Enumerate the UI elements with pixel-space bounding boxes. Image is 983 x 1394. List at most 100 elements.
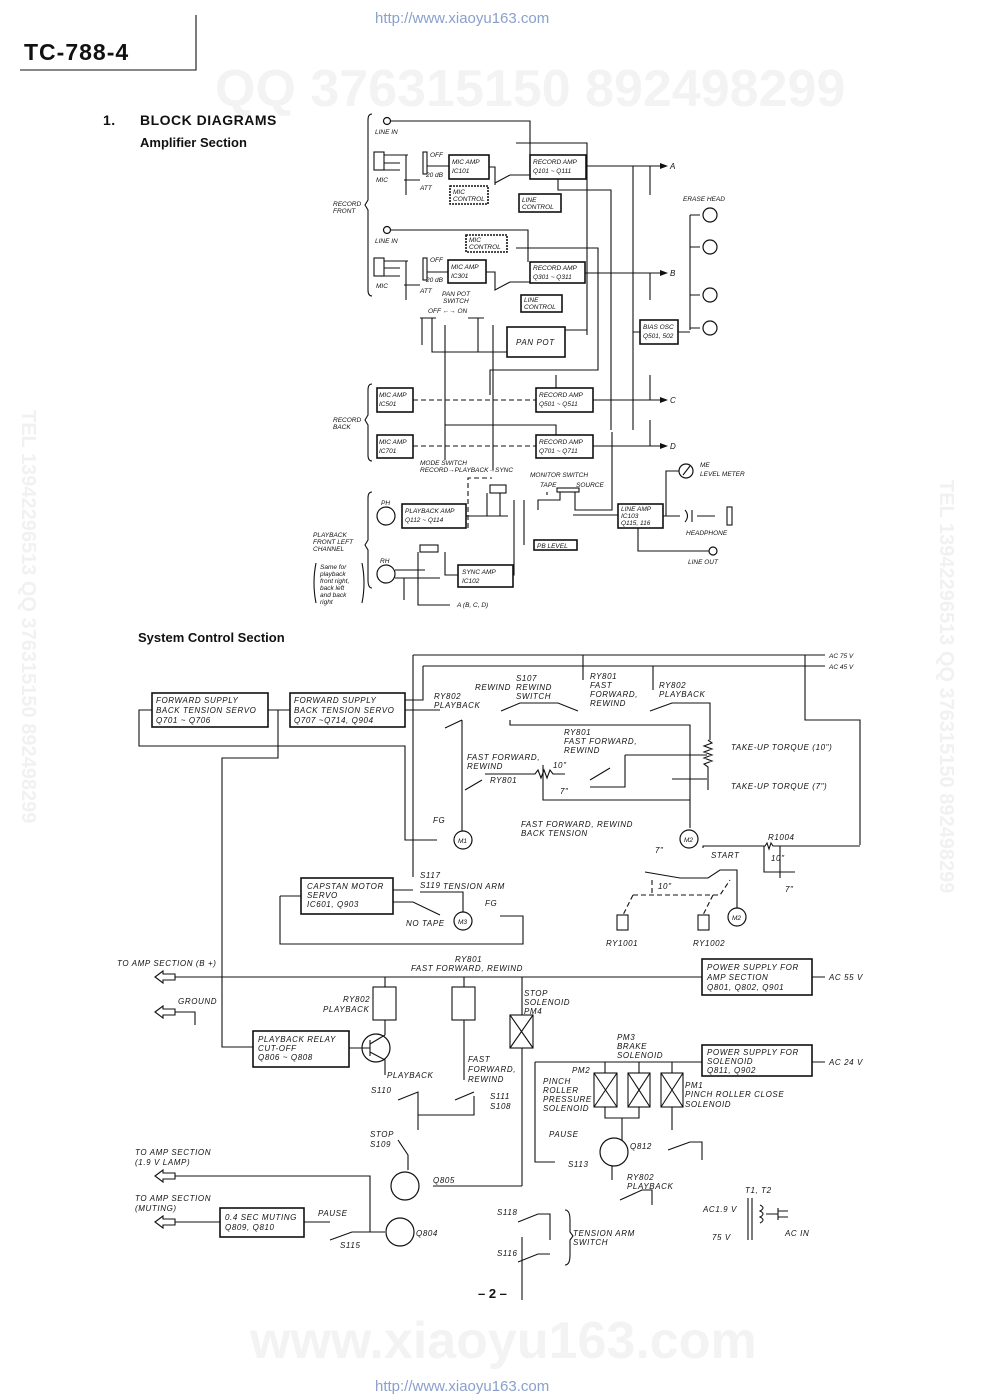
erase-head-4-icon [702,320,718,336]
label-sys-in10: 10" [658,882,672,891]
label-amp-mic-amp-1-1: IC101 [452,168,470,175]
wire [509,1014,534,1049]
wire [349,1034,386,1075]
arrow-to-amp-b-icon [154,969,176,985]
record-front-brace [364,113,373,297]
label-amp-same-for-1: playback [319,571,346,578]
label-sys-in10: 10" [553,761,567,770]
label-amp-same-for-5: right [320,599,334,606]
playback-brace [364,491,373,589]
label-amp-mic-control-1: CONTROL [453,196,485,203]
label-amp-same-for-3: back left [320,585,345,592]
label-sys-ry801-top-1: FAST FORWARD, REWIND [411,964,523,973]
label-ground: GROUND [178,997,217,1006]
top-url[interactable]: http://www.xiaoyu163.com [375,10,549,27]
arrow-ground-icon [154,1004,196,1025]
label-amp-rh: RH [380,558,390,565]
label-amp-playback-amp-0: PLAYBACK AMP [405,508,455,515]
label-sys-s107-2: SWITCH [516,692,551,701]
amplifier-section-title: Amplifier Section [140,135,247,150]
erase-head-1-icon [702,207,718,223]
label-sys-stop-solenoid-1: SOLENOID [524,998,570,1007]
muting-block [219,1207,305,1238]
motor-m2-second-icon [727,907,747,927]
label-sys-fsbts-2-2: Q707 ~Q714, Q904 [294,716,374,725]
label-sys-ff-rw-back-1: BACK TENSION [521,829,588,838]
power-supply-amp-block [701,958,813,996]
label-amp-mic-control-0: MIC [469,237,481,244]
label-pan-pot-switch: PAN POT [442,291,471,298]
label-sys-in7: 7" [560,787,569,796]
label-sys-ry802-pb4-1: PLAYBACK [627,1182,674,1191]
bottom-url[interactable]: http://www.xiaoyu163.com [375,1378,549,1394]
line-control-1-label-box [518,193,562,213]
mic-jack-icon [373,151,385,171]
label-amp-rec-amp-1-1: Q101 ~ Q111 [533,168,572,175]
label-sys-ff-rw-0: FAST FORWARD, [467,753,540,762]
wire [391,229,529,262]
label-amp-same-for-4: and back [320,592,347,599]
label-sys-ry801-ff-rw-2: FORWARD, [590,690,638,699]
wire [637,470,709,552]
arrow-to-amp-lamp-icon [154,1168,371,1232]
label-sys-stop-solenoid-2: PM4 [524,1007,542,1016]
label-amp-rec-amp-3-0: RECORD AMP [539,392,583,399]
wire [622,879,731,916]
label-sys-ps-sol-2: Q811, Q902 [707,1066,756,1075]
label-takeup-10: TAKE-UP TORQUE (10") [731,743,832,752]
record-head-icon [376,564,396,584]
label-20db: 20 dB [425,172,444,179]
label-sys-tension-sw-0: TENSION ARM [573,1229,635,1238]
transistor-q812-icon [599,1137,629,1167]
label-sys-ff-rw3-0: FAST [468,1055,491,1064]
wire [486,271,530,291]
label-amp-playback-channel-0: PLAYBACK [313,532,348,539]
label-sys-pm1-1: PINCH ROLLER CLOSE [685,1090,784,1099]
page-title: BLOCK DIAGRAMS [140,112,277,128]
label-sys-pinch-pressure-3: SOLENOID [543,1104,589,1113]
label-sys-s110: S110 [371,1086,392,1095]
label-headphone: HEADPHONE [686,530,728,537]
label-sys-ry801-ff-rw2-1: FAST FORWARD, [564,737,637,746]
label-sys-to-amp-mute-0: TO AMP SECTION [135,1194,211,1203]
label-amp-db20: 20 dB [425,277,444,284]
pb-level-label-box [533,539,578,551]
wire [395,552,458,606]
label-sys-m3: M3 [458,919,467,926]
label-sys-ry1001: RY1001 [606,939,638,948]
label-sys-ff-rw3-1: FORWARD, [468,1065,516,1074]
label-sys-playback: PLAYBACK [387,1071,434,1080]
label-amp-mic-control-1: CONTROL [469,244,501,251]
erase-head-3-icon [702,287,718,303]
label-amp-tape: TAPE [540,482,557,489]
wire [384,260,420,300]
label-ac-in: AC IN [784,1229,809,1238]
label-sys-q804: Q804 [416,1229,438,1238]
label-sys-ry802-pb3-1: PLAYBACK [323,1005,370,1014]
label-level-meter: ME [700,462,710,469]
wire [516,142,612,430]
label-amp-mic-amp-2-0: MIC AMP [451,264,479,271]
wire [593,1072,618,1108]
label-line-in: LINE IN [375,129,398,136]
label-sys-to-amp-lamp-0: TO AMP SECTION [135,1148,211,1157]
label-amp-mic-amp-3-1: IC501 [379,401,397,408]
label-amp-line-control-0: LINE [524,297,539,304]
label-sys-s117-0: S117 [420,871,441,880]
label-amp-level-meter-1: LEVEL METER [700,471,745,478]
label-sys-s111-0: S111 [490,1092,510,1101]
label-sys-no-tape: NO TAPE [406,919,445,928]
label-sys-rewind: REWIND [475,683,511,692]
label-ac24: AC 24 V [828,1058,863,1067]
transistor-q805-icon [390,1171,420,1201]
label-sys-ry1002: RY1002 [693,939,725,948]
label-amp-rec-amp-2-0: RECORD AMP [533,265,577,272]
label-sys-s113: S113 [568,1160,589,1169]
label-sys-ps-amp-2: Q801, Q802, Q901 [707,983,784,992]
wire [660,270,668,276]
label-sys-m1: M1 [458,838,467,845]
wire [313,562,365,604]
label-sys-v75: 75 V [712,1233,731,1242]
label-amp-rec-amp-1-0: RECORD AMP [533,159,577,166]
